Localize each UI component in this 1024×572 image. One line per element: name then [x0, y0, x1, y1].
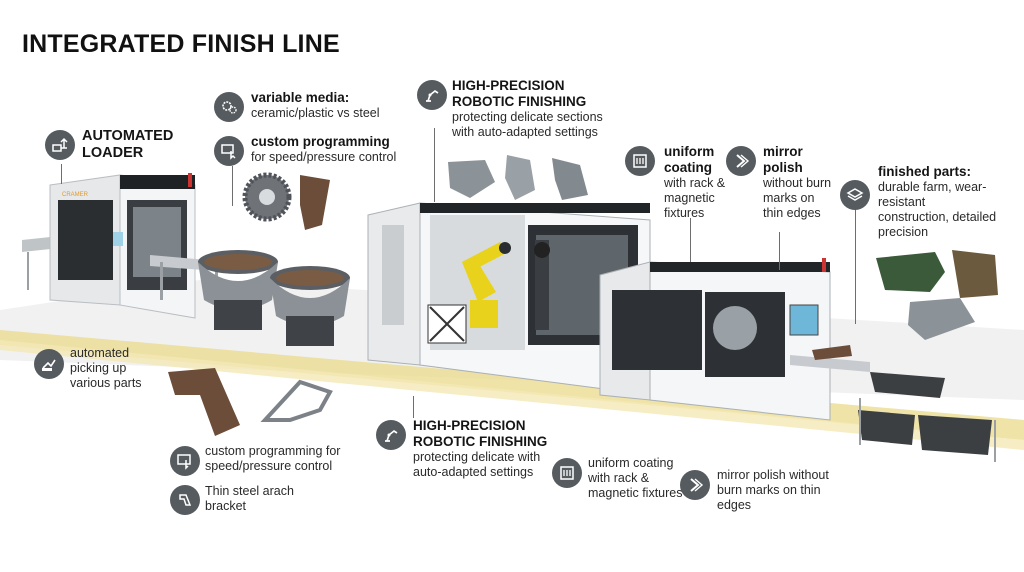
- finished-part-green: [876, 252, 945, 292]
- belt-grinder: [534, 240, 550, 330]
- custom-programming-bottom-callout: custom programming for speed/pressure co…: [205, 444, 341, 473]
- loader-brand-label: CRAMER: [62, 192, 89, 198]
- custom-programming-top-heading: custom programming: [251, 134, 390, 149]
- robotic-top-heading: HIGH-PRECISION ROBOTIC FINISHING: [452, 78, 587, 109]
- mirror-top-heading: mirror polish: [763, 144, 803, 175]
- coating-polishing-machine: [599, 258, 831, 421]
- robotic-top-callout: HIGH-PRECISION ROBOTIC FINISHING protect…: [452, 78, 627, 140]
- variable-media-heading: variable media:: [251, 90, 350, 105]
- custom-programming-top-callout: custom programming for speed/pressure co…: [251, 134, 421, 165]
- yellow-robot-arm: [462, 242, 511, 328]
- mirror-bottom-callout: mirror polish without burn marks on thin…: [717, 468, 829, 512]
- lattice-bracket: [260, 379, 333, 422]
- vibratory-bowl-left: [198, 250, 278, 330]
- screen-touch-icon: [170, 446, 200, 476]
- robotic-bottom-body: protecting delicate with auto-adapted se…: [413, 450, 541, 479]
- brown-bracket-bottom: [168, 368, 240, 436]
- page-title: INTEGRATED FINISH LINE: [22, 30, 340, 58]
- rack-icon-2: [552, 458, 582, 488]
- leader-line-uniform: [690, 218, 691, 262]
- polish-chevron-icon-2: [680, 470, 710, 500]
- brown-bracket-top: [300, 175, 330, 230]
- bracket-icon: [170, 485, 200, 515]
- finished-part-bronze: [952, 250, 998, 298]
- thin-steel-callout: Thin steel arach bracket: [205, 484, 294, 513]
- robot-arm-icon-2: [376, 420, 406, 450]
- variable-media-callout: variable media: ceramic/plastic vs steel: [251, 90, 431, 121]
- finished-parts-body: durable farm, wear-resistant constructio…: [878, 180, 997, 239]
- layers-icon: [840, 180, 870, 210]
- loader-icon: [45, 130, 75, 160]
- automated-loader-label: AUTOMATED LOADER: [82, 128, 174, 161]
- leader-line-robot: [434, 128, 435, 202]
- polish-chevron-icon: [726, 146, 756, 176]
- gears-icon: [214, 92, 244, 122]
- gear-part: [242, 172, 292, 222]
- custom-programming-top-body: for speed/pressure control: [251, 150, 397, 164]
- leader-line-media: [232, 166, 233, 206]
- leader-line-finished: [855, 206, 856, 324]
- rack-icon: [625, 146, 655, 176]
- output-conveyor: [790, 345, 870, 372]
- robot-arm-icon: [417, 80, 447, 110]
- uniform-top-heading: uniform coating: [664, 144, 715, 175]
- uniform-top-callout: uniform coating with rack & magnetic fix…: [664, 144, 734, 221]
- variable-media-body: ceramic/plastic vs steel: [251, 106, 380, 120]
- finished-parts-callout: finished parts: durable farm, wear-resis…: [878, 164, 998, 240]
- parts-bins: [858, 372, 996, 462]
- finished-parts-heading: finished parts:: [878, 164, 972, 179]
- uniform-top-body: with rack & magnetic fixtures: [664, 176, 726, 220]
- mirror-top-callout: mirror polish without burn marks on thin…: [763, 144, 838, 221]
- finished-part-steel: [908, 298, 975, 340]
- robotic-top-body: protecting delicate sections with auto-a…: [452, 110, 603, 139]
- leader-line-robot-bottom: [413, 396, 414, 418]
- hand-pick-icon: [34, 349, 64, 379]
- leader-line-loader: [61, 164, 62, 184]
- mirror-top-body: without burn marks on thin edges: [763, 176, 832, 220]
- robotic-bottom-callout: HIGH-PRECISION ROBOTIC FINISHING protect…: [413, 418, 558, 480]
- robotic-bottom-heading: HIGH-PRECISION ROBOTIC FINISHING: [413, 418, 548, 449]
- leader-line-mirror: [779, 232, 780, 270]
- picking-callout: automated picking up various parts: [70, 346, 142, 390]
- touch-program-icon: [214, 136, 244, 166]
- automated-loader-machine: CRAMER: [49, 173, 196, 319]
- robotic-parts-samples: [448, 155, 588, 200]
- uniform-bottom-callout: uniform coating with rack & magnetic fix…: [588, 456, 683, 500]
- vibratory-bowl-right: [270, 266, 350, 346]
